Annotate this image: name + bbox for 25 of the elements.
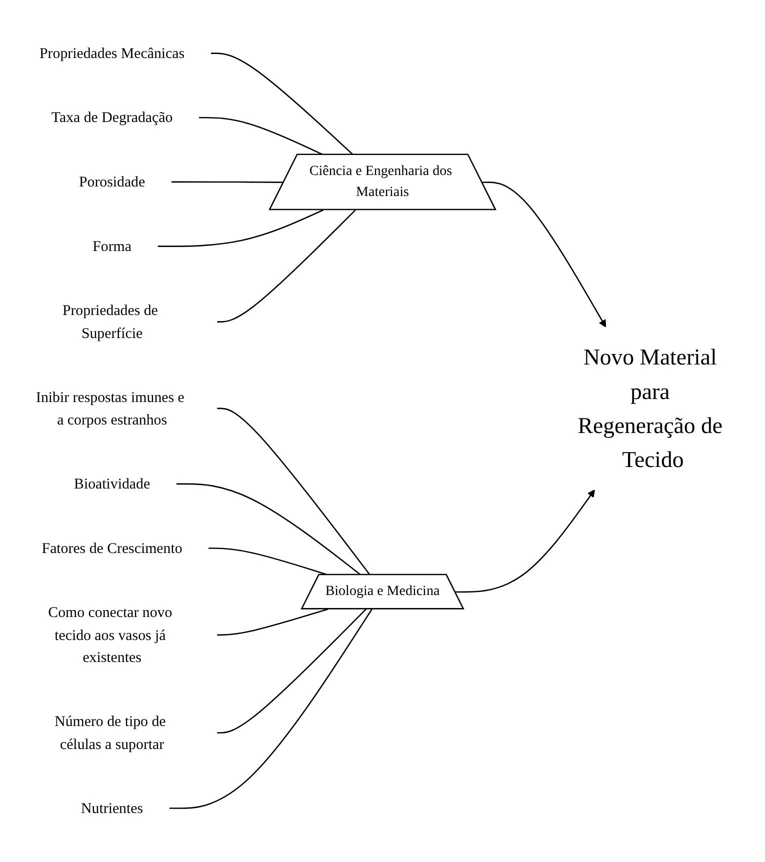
- connector: [217, 210, 356, 323]
- node-text: Propriedades de Superfície: [62, 302, 158, 342]
- connector: [217, 408, 370, 576]
- node-text: Bioatividade: [74, 476, 150, 492]
- node-text: Propriedades Mecânicas: [40, 44, 185, 62]
- node-text: Nutrientes: [81, 800, 144, 817]
- node-text: Forma: [92, 238, 132, 255]
- connector: [217, 608, 328, 636]
- node-text: Novo Material para Regeneração de Tecido: [578, 344, 722, 473]
- node-text: Como conectar novo tecido aos vasos já existentes: [48, 604, 172, 666]
- connector: [198, 117, 324, 156]
- connector: [217, 608, 367, 734]
- node-text: Porosidade: [78, 174, 146, 190]
- connector: [169, 608, 373, 810]
- arrow: [482, 182, 606, 328]
- connector: [176, 484, 362, 576]
- connector: [210, 52, 354, 156]
- arrow: [455, 490, 595, 593]
- connector: [171, 182, 284, 184]
- connector: [208, 548, 328, 576]
- node-text: Taxa de Degradação: [51, 109, 173, 126]
- node-text: Fatores de Crescimento: [42, 540, 182, 557]
- node-text: Número de tipo de células a suportar: [54, 713, 166, 752]
- connector: [158, 210, 324, 248]
- node-text: Inibir respostas imunes e a corpos estranhos: [36, 388, 184, 428]
